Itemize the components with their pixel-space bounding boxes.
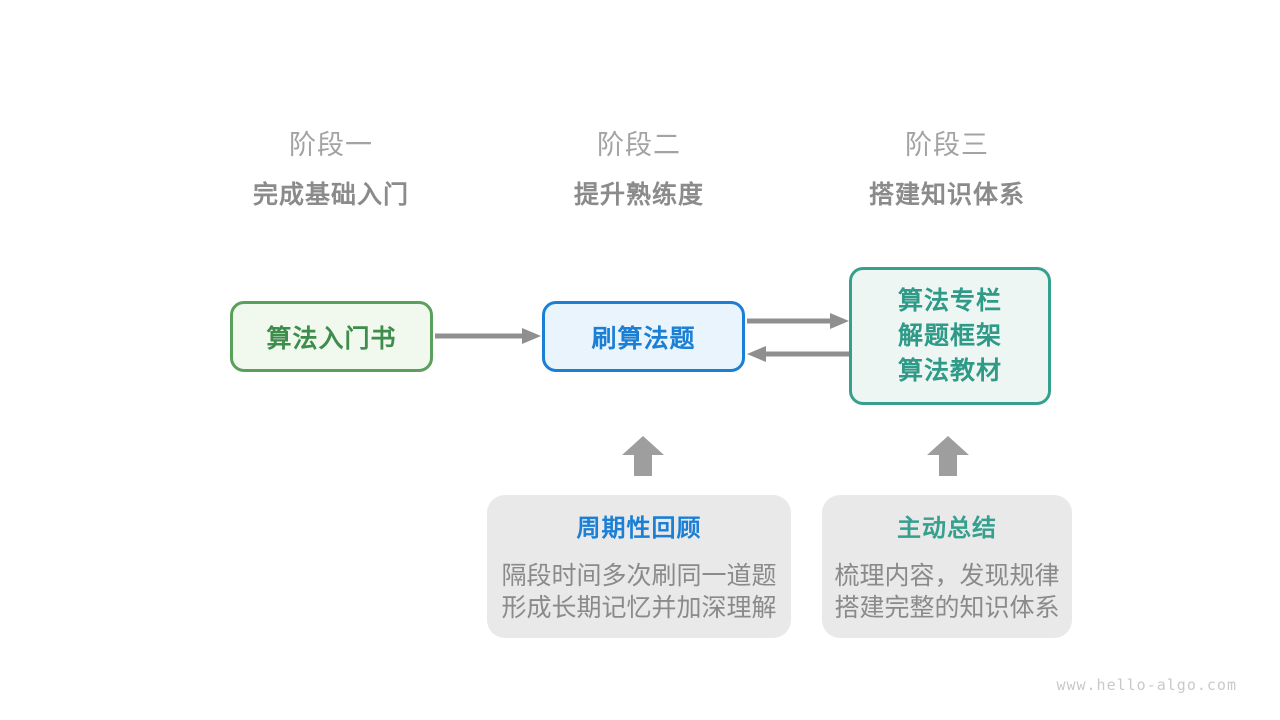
stage-1-subtitle: 完成基础入门 bbox=[252, 181, 409, 209]
stage-2-label: 阶段二 bbox=[597, 130, 681, 160]
note-periodic-review-line-2: 形成长期记忆并加深理解 bbox=[501, 594, 777, 622]
node-resources-line-2: 解题框架 bbox=[897, 321, 1002, 350]
note-periodic-review-title: 周期性回顾 bbox=[576, 515, 702, 542]
arrow-right-practice-to-resources bbox=[747, 313, 849, 329]
node-resources: 算法专栏 解题框架 算法教材 bbox=[849, 267, 1051, 405]
note-active-summary-line-1: 梳理内容，发现规律 bbox=[834, 562, 1060, 590]
arrow-left-resources-to-practice bbox=[747, 346, 849, 362]
stage-header-2: 阶段二 提升熟练度 bbox=[479, 128, 799, 211]
note-active-summary-title: 主动总结 bbox=[897, 515, 997, 542]
stage-3-label: 阶段三 bbox=[905, 130, 989, 160]
stage-1-label: 阶段一 bbox=[289, 130, 373, 160]
note-active-summary-line-2: 搭建完整的知识体系 bbox=[834, 594, 1060, 622]
stage-2-subtitle: 提升熟练度 bbox=[573, 181, 704, 209]
note-periodic-review-line-1: 隔段时间多次刷同一道题 bbox=[501, 562, 777, 590]
arrow-up-review-to-practice bbox=[622, 436, 664, 476]
note-active-summary-body: 梳理内容，发现规律 搭建完整的知识体系 bbox=[822, 560, 1072, 624]
stage-3-subtitle: 搭建知识体系 bbox=[868, 181, 1025, 209]
arrow-right-intro-to-practice bbox=[435, 328, 541, 344]
node-intro-book: 算法入门书 bbox=[230, 301, 433, 372]
note-periodic-review: 周期性回顾 隔段时间多次刷同一道题 形成长期记忆并加深理解 bbox=[487, 495, 791, 638]
stage-header-3: 阶段三 搭建知识体系 bbox=[787, 128, 1107, 211]
node-intro-book-label: 算法入门书 bbox=[266, 324, 397, 353]
node-practice-label: 刷算法题 bbox=[591, 324, 696, 353]
note-active-summary: 主动总结 梳理内容，发现规律 搭建完整的知识体系 bbox=[822, 495, 1072, 638]
stage-header-1: 阶段一 完成基础入门 bbox=[171, 128, 491, 211]
watermark: www.hello-algo.com bbox=[1056, 676, 1237, 694]
node-resources-line-1: 算法专栏 bbox=[897, 286, 1002, 315]
arrow-up-summary-to-resources bbox=[927, 436, 969, 476]
note-periodic-review-body: 隔段时间多次刷同一道题 形成长期记忆并加深理解 bbox=[487, 560, 791, 624]
node-resources-line-3: 算法教材 bbox=[897, 356, 1002, 385]
node-practice: 刷算法题 bbox=[542, 301, 745, 372]
